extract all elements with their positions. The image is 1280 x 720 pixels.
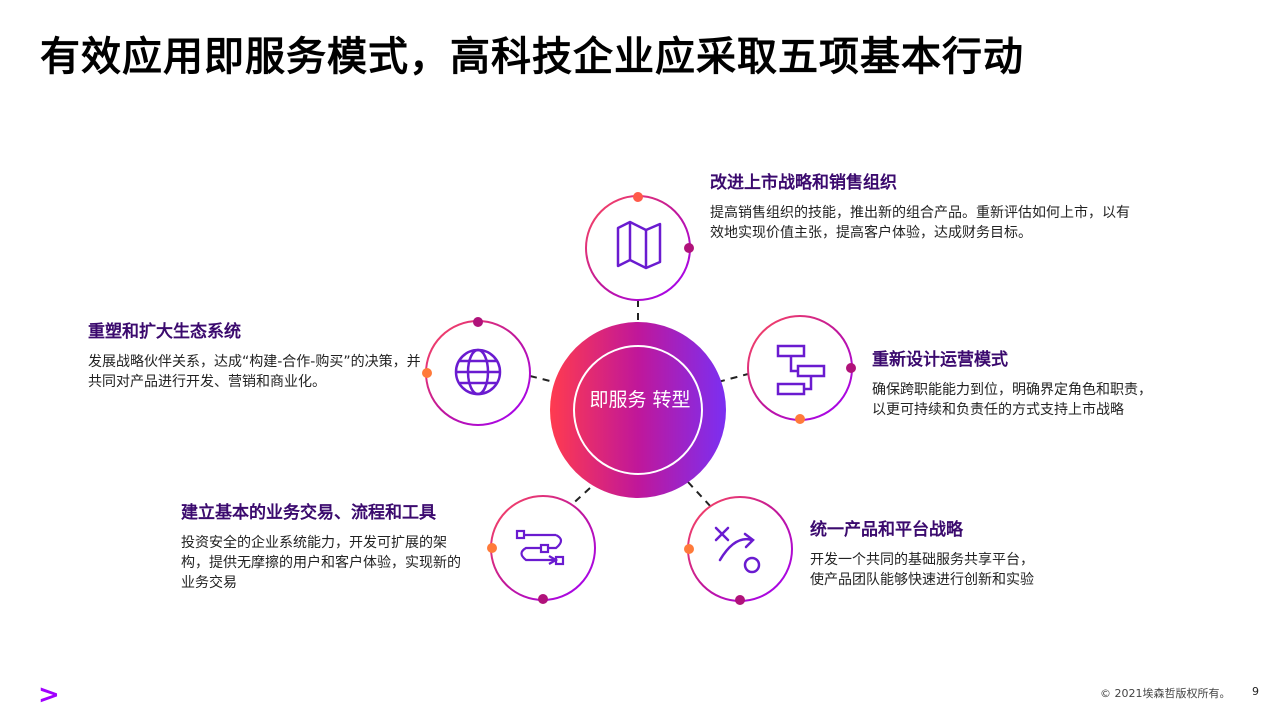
action-title: 建立基本的业务交易、流程和工具 — [181, 503, 436, 523]
ring-operating-model — [747, 315, 853, 421]
strategy-icon — [714, 526, 761, 574]
action-title: 重塑和扩大生态系统 — [88, 322, 241, 342]
action-product-platform: 统一产品和平台战略 开发一个共同的基础服务共享平台， 使产品团队能够快速进行创新… — [810, 515, 1080, 590]
action-desc: 投资安全的企业系统能力，开发可扩展的架构，提供无摩擦的用户和客户体验，实现新的业… — [181, 535, 461, 591]
accent-dots — [422, 192, 856, 605]
connector-lines — [529, 300, 749, 509]
process-icon — [515, 529, 565, 566]
action-title: 统一产品和平台战略 — [810, 520, 963, 540]
copyright-text: © 2021埃森哲版权所有。 — [1100, 687, 1231, 700]
action-desc: 开发一个共同的基础服务共享平台， 使产品团队能够快速进行创新和实验 — [810, 552, 1034, 588]
action-desc: 提高销售组织的技能，推出新的组合产品。重新评估如何上市，以有效地实现价值主张，提… — [710, 205, 1130, 241]
action-operating-model: 重新设计运营模式 确保跨职能能力到位，明确界定角色和职责， 以更可持续和负责任的… — [872, 345, 1172, 420]
connector-bottom-right — [687, 481, 713, 509]
connector-right — [717, 373, 749, 383]
action-business-process: 建立基本的业务交易、流程和工具 投资安全的企业系统能力，开发可扩展的架构，提供无… — [181, 498, 471, 593]
hub-circle — [550, 322, 726, 498]
action-go-to-market: 改进上市战略和销售组织 提高销售组织的技能，推出新的组合产品。重新评估如何上市，… — [710, 168, 1130, 243]
hub-label: 即服务 转型 — [589, 389, 691, 411]
action-desc: 确保跨职能能力到位，明确界定角色和职责， 以更可持续和负责任的方式支持上市战略 — [872, 382, 1152, 418]
ring-business-process — [490, 495, 596, 601]
page-number: 9 — [1252, 685, 1259, 698]
accenture-logo: > — [38, 680, 60, 710]
page-title: 有效应用即服务模式，高科技企业应采取五项基本行动 — [40, 34, 1024, 80]
map-icon — [616, 220, 662, 270]
connector-bottom-left — [567, 487, 591, 509]
ring-go-to-market — [585, 195, 691, 301]
action-ecosystem: 重塑和扩大生态系统 发展战略伙伴关系，达成“构建-合作-购买”的决策，并共同对产… — [88, 317, 423, 392]
globe-icon — [454, 348, 502, 396]
action-desc: 发展战略伙伴关系，达成“构建-合作-购买”的决策，并共同对产品进行开发、营销和商… — [88, 354, 421, 390]
action-title: 重新设计运营模式 — [872, 350, 1008, 370]
ring-product-platform — [687, 496, 793, 602]
hub-inner-ring — [573, 345, 703, 475]
flowchart-icon — [776, 344, 826, 396]
action-title: 改进上市战略和销售组织 — [710, 173, 897, 193]
connector-left — [529, 375, 559, 384]
